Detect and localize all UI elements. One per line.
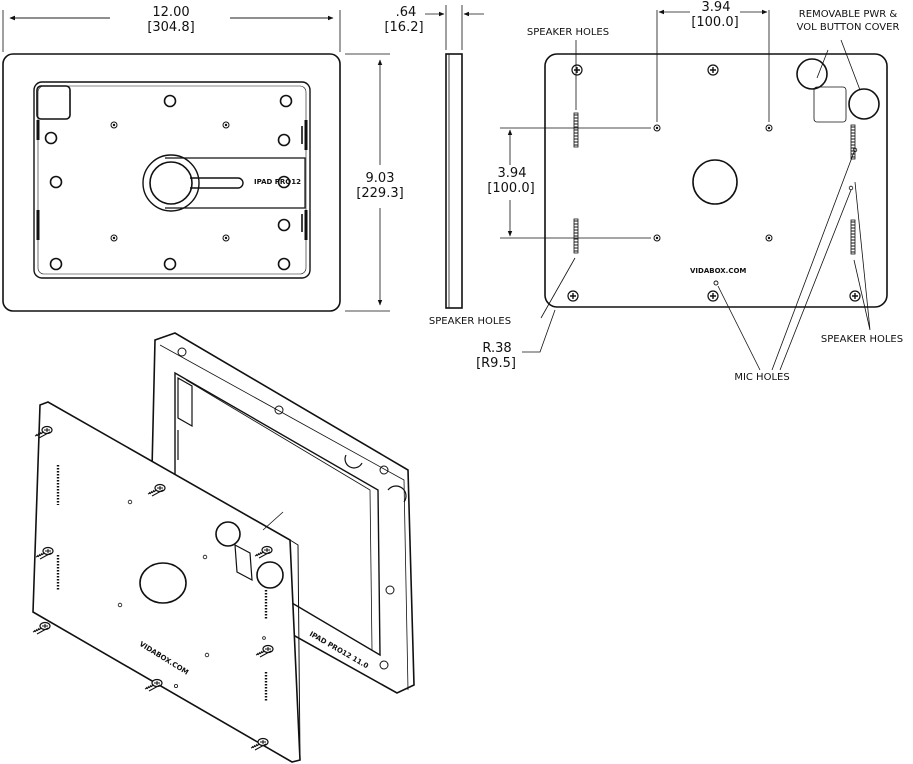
back-plate <box>544 53 888 308</box>
width-dimension-in: 12.00 <box>152 5 190 20</box>
width-dimension-mm: [304.8] <box>147 20 195 35</box>
hole-spacing-v-in: 3.94 <box>497 166 527 181</box>
removable-cover-label-2: VOL BUTTON COVER <box>796 22 900 33</box>
corner-radius-in: R.38 <box>482 341 512 356</box>
hole-spacing-h-in: 3.94 <box>701 0 731 15</box>
hole-spacing-v-mm: [100.0] <box>487 181 535 196</box>
speaker-holes-left-label: SPEAKER HOLES <box>428 316 512 327</box>
hole-spacing-h-mm: [100.0] <box>691 15 739 30</box>
front-view <box>2 53 341 312</box>
mount-bracket-bar <box>165 157 306 209</box>
removable-cover-label-1: REMOVABLE PWR & <box>798 9 898 20</box>
camera-cutout <box>36 85 71 120</box>
corner-radius-mm: [R9.5] <box>476 356 516 371</box>
front-outer-frame <box>2 53 341 312</box>
speaker-holes-right-label: SPEAKER HOLES <box>820 334 904 345</box>
back-dimensions <box>500 9 871 371</box>
front-inner-opening <box>33 81 311 279</box>
height-dimension-in: 9.03 <box>365 171 395 186</box>
back-view <box>544 53 888 308</box>
front-model-engraving: IPAD PRO12 <box>254 178 301 186</box>
side-view <box>425 5 484 309</box>
speaker-holes-top-label: SPEAKER HOLES <box>526 27 610 38</box>
front-dimensions <box>2 10 390 312</box>
center-mount-hole <box>692 159 738 205</box>
mic-holes-label: MIC HOLES <box>734 372 790 383</box>
back-brand-engraving: VIDABOX.COM <box>690 267 747 275</box>
thickness-dimension-mm: [16.2] <box>384 20 424 35</box>
height-dimension-mm: [229.3] <box>356 186 404 201</box>
thickness-dimension-in: .64 <box>395 5 417 20</box>
isometric-view <box>32 332 415 763</box>
